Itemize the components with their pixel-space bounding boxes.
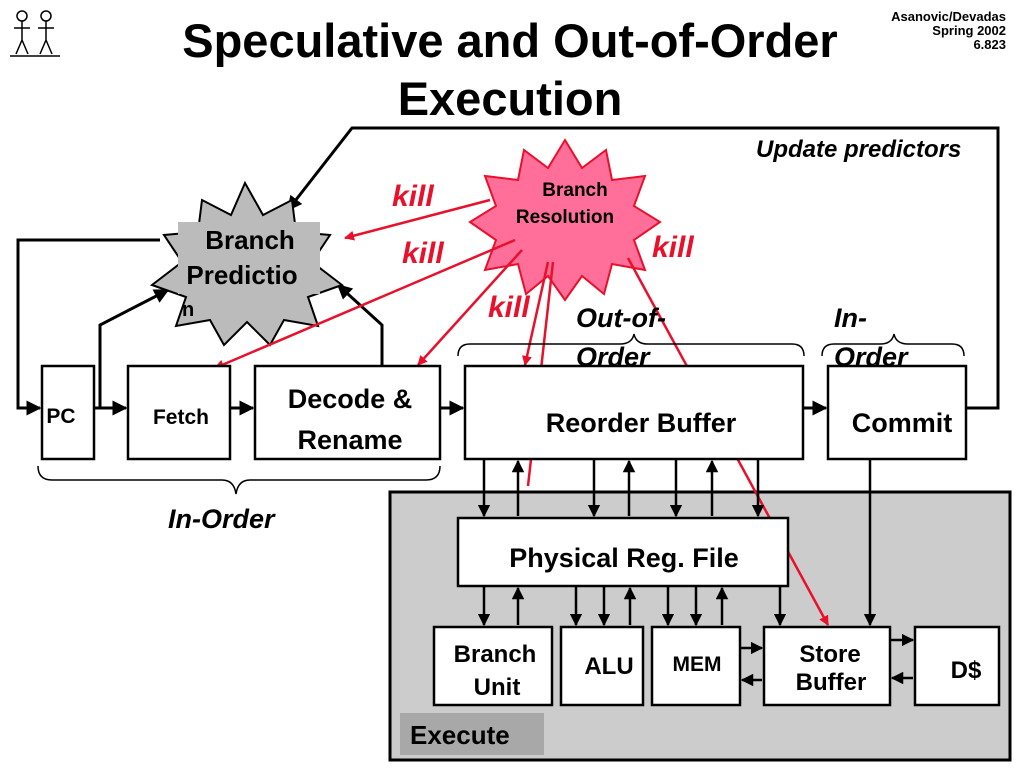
branch-prediction-label-box [178,222,320,294]
slide-title: Speculative and Out-of-Order Execution [60,12,960,128]
reorder-buffer-label: Reorder Buffer [546,408,737,438]
branch-unit-box [432,625,554,707]
store-buffer-box [762,625,892,707]
institute-logo [10,10,60,57]
decode-rename-box [253,364,442,461]
braces [37,333,965,495]
physical-reg-file-label: Physical Reg. File [509,543,739,573]
mem-box [650,625,742,707]
course-info: Asanovic/Devadas Spring 2002 6.823 [891,10,1006,52]
decode-label-line-2: Rename [297,425,402,455]
course-number: 6.823 [973,37,1006,52]
alu-label: ALU [584,653,633,680]
course-authors: Asanovic/Devadas [891,9,1006,24]
in-order-bottom-label: In-Order [168,504,276,534]
in-order-top-line-1: In- [834,303,867,333]
physical-reg-file-box [456,516,790,588]
title-line-2: Execution [397,72,623,125]
decode-label-line-1: Decode & [288,384,413,414]
alu-box [559,625,645,707]
course-term: Spring 2002 [932,23,1006,38]
branch-unit-label-line-1: Branch [454,641,537,668]
branch-prediction-line-3: n [182,299,194,321]
mem-label: MEM [673,653,722,676]
branch-prediction-line-1: Branch [205,225,295,255]
rob-regfile-buses [477,459,765,518]
fetch-box [126,364,232,461]
store-buffer-label-line-1: Store [799,641,860,668]
commit-box [826,364,968,461]
branch-resolution-starburst [468,138,662,302]
kill-label-3: kill [488,291,530,324]
pipeline-boxes [40,364,1001,707]
branch-resolution-line-1: Branch [542,180,607,201]
store-buffer-label-line-2: Buffer [796,669,867,696]
out-of-order-line-1: Out-of- [576,303,666,333]
fetch-label: Fetch [153,406,209,429]
branch-unit-label-line-2: Unit [474,674,521,701]
regfile-unit-buses [477,586,787,627]
update-predictors-path [286,126,1000,410]
branch-resolution-line-2: Resolution [516,207,614,228]
kill-label-4: kill [652,231,694,264]
branch-prediction-line-2: Predictio [186,260,297,290]
kill-label-1: kill [392,180,434,213]
memory-buses [740,459,915,687]
pc-label: PC [46,405,75,428]
dcache-box [913,625,1001,707]
execute-label-box [400,713,544,755]
reorder-buffer-box [463,364,805,461]
update-predictors-label: Update predictors [756,136,961,163]
title-line-1: Speculative and Out-of-Order [182,14,838,67]
pc-loop [16,238,384,416]
kill-label-2: kill [402,237,444,270]
dcache-label: D$ [951,657,982,684]
execute-label: Execute [410,720,510,750]
commit-label: Commit [852,408,953,438]
pc-box [40,364,96,461]
